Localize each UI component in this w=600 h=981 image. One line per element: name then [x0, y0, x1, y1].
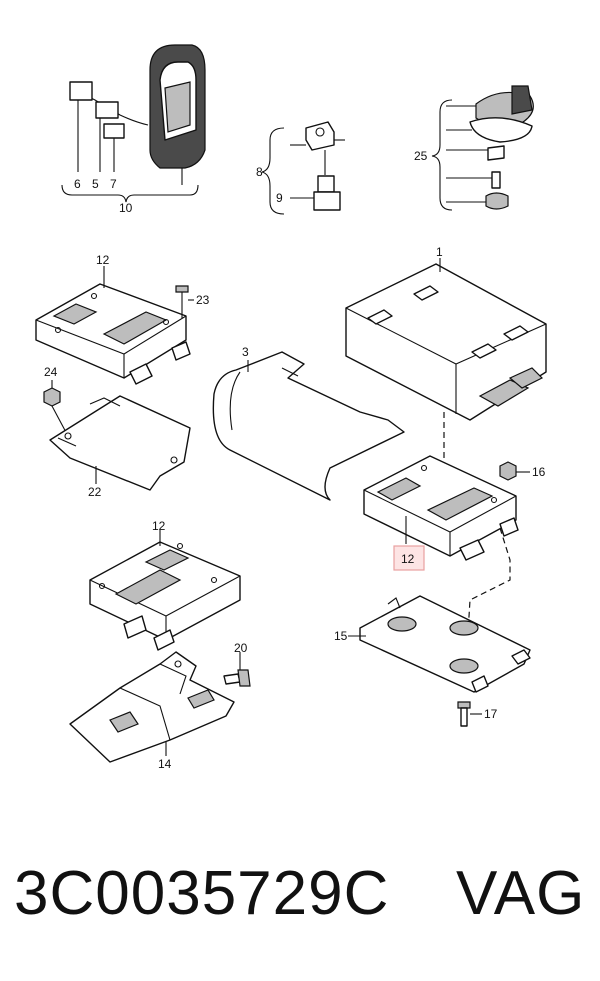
callout-8: 8: [256, 165, 263, 179]
callout-25: 25: [414, 149, 428, 163]
nut-24: [43, 380, 69, 437]
control-unit-middle-left: [89, 530, 241, 651]
callout-7: 7: [110, 177, 117, 191]
callout-6: 6: [74, 177, 81, 191]
screw-23: [175, 285, 194, 318]
part-number: 3C0035729C: [14, 859, 390, 928]
housing-1: [345, 258, 547, 421]
bracket-14: [69, 651, 235, 763]
callout-17: 17: [484, 707, 498, 721]
callout-14: 14: [158, 757, 172, 771]
callout-12-highlighted[interactable]: 12: [401, 552, 415, 566]
callout-20: 20: [234, 641, 248, 655]
callout-12-top: 12: [96, 253, 110, 267]
callout-16: 16: [532, 465, 546, 479]
callout-9: 9: [276, 191, 283, 205]
nut-16: [499, 461, 530, 481]
connector-assembly: [261, 121, 345, 215]
brand-name: VAG: [456, 859, 586, 928]
callout-23: 23: [196, 293, 210, 307]
callout-1: 1: [436, 245, 443, 259]
mounting-plate-15: [348, 595, 531, 693]
callout-5: 5: [92, 177, 99, 191]
exploded-parts-diagram: 6 5 7 10 8 9 25: [35, 44, 547, 771]
callout-15: 15: [334, 629, 348, 643]
phone-cradle-assembly: [61, 44, 206, 203]
control-unit-highlighted: [363, 455, 519, 561]
callout-10: 10: [119, 201, 133, 215]
callout-22: 22: [88, 485, 102, 499]
callout-24: 24: [44, 365, 58, 379]
bolt-20: [223, 652, 251, 687]
callout-12-middle: 12: [152, 519, 166, 533]
bolt-17: [457, 701, 482, 727]
highlight-box: [393, 545, 425, 571]
bracket-22: [49, 395, 191, 491]
callout-3: 3: [242, 345, 249, 359]
control-unit-top-left: [35, 266, 191, 385]
cover-3: [212, 351, 405, 501]
knob-assembly: [431, 85, 534, 211]
